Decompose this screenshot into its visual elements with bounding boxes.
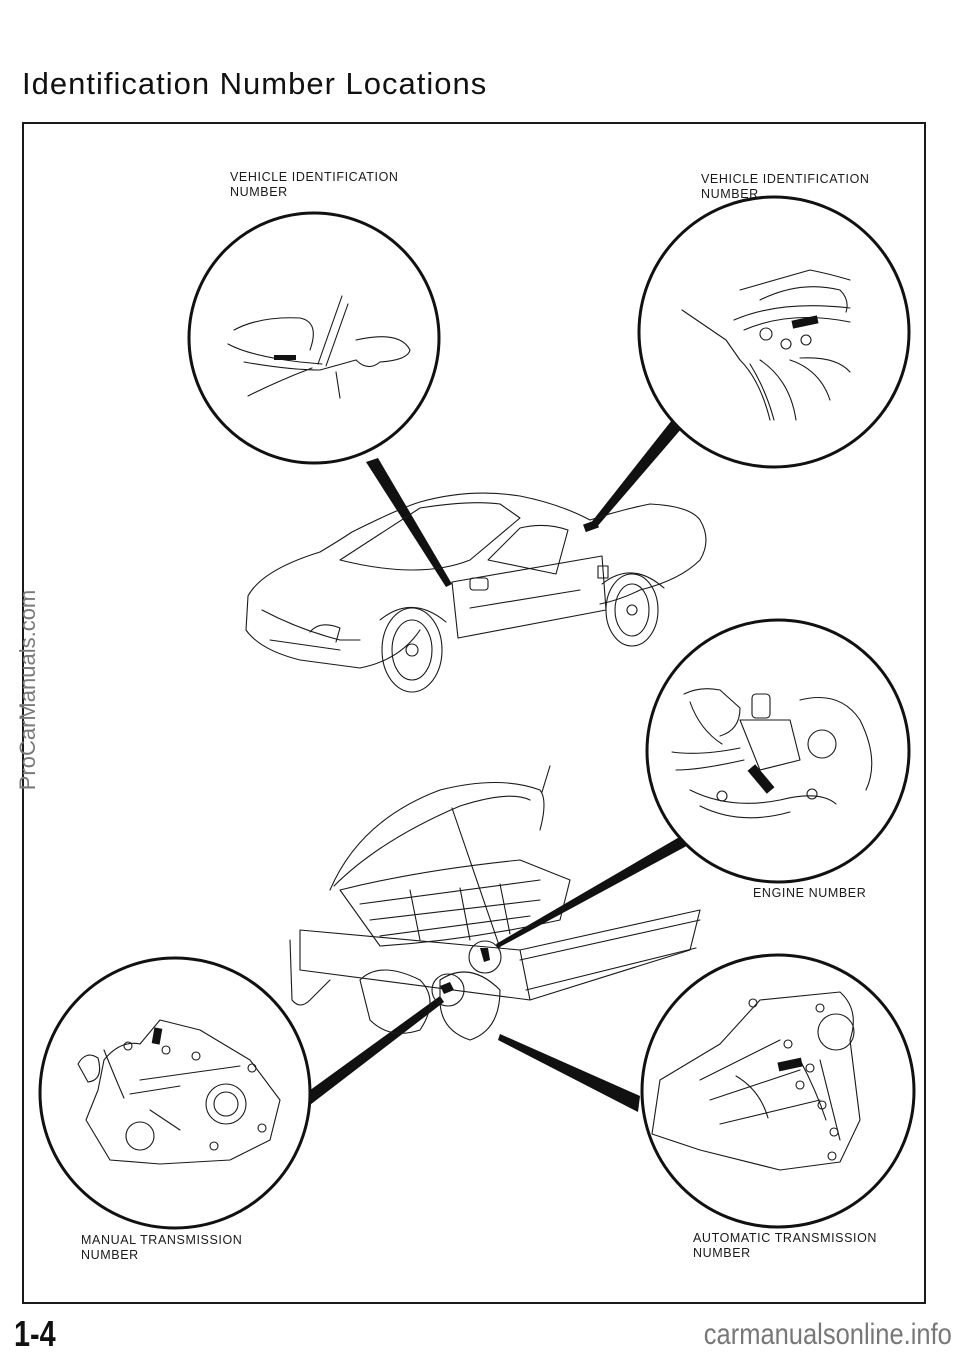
rear-bulkhead-detail-icon <box>637 195 911 469</box>
caption-vin-dashboard: VEHICLE IDENTIFICATION NUMBER <box>230 170 399 200</box>
leader-vin-rear <box>590 420 682 528</box>
caption-line: VEHICLE IDENTIFICATION <box>701 172 870 186</box>
leader-engine <box>496 832 694 948</box>
caption-vin-rear: VEHICLE IDENTIFICATION NUMBER <box>701 172 870 202</box>
leader-automatic <box>498 1034 640 1112</box>
caption-automatic-transmission: AUTOMATIC TRANSMISSION NUMBER <box>693 1231 877 1261</box>
caption-line: VEHICLE IDENTIFICATION <box>230 170 399 184</box>
windshield-dashboard-detail-icon <box>187 211 441 465</box>
car-side-view-icon <box>245 492 707 693</box>
caption-line: NUMBER <box>230 185 288 199</box>
automatic-gearbox-detail-icon <box>640 953 916 1229</box>
caption-engine-number: ENGINE NUMBER <box>753 886 866 901</box>
leader-vin-dashboard <box>366 458 452 587</box>
caption-line: ENGINE NUMBER <box>753 886 867 900</box>
caption-line: MANUAL TRANSMISSION <box>81 1233 243 1247</box>
manual-gearbox-detail-icon <box>38 956 312 1230</box>
caption-line: NUMBER <box>693 1246 751 1260</box>
leader-manual <box>302 996 444 1108</box>
caption-manual-transmission: MANUAL TRANSMISSION NUMBER <box>81 1233 242 1263</box>
footer-watermark: carmanualsonline.info <box>703 1318 952 1351</box>
page-number: 1-4 <box>14 1313 56 1354</box>
page-title: Identification Number Locations <box>22 66 488 101</box>
engine-bay-open-view-icon <box>289 765 701 1041</box>
caption-line: NUMBER <box>81 1248 139 1262</box>
engine-block-detail-icon <box>645 618 911 884</box>
caption-line: NUMBER <box>701 187 759 201</box>
caption-line: AUTOMATIC TRANSMISSION <box>693 1231 878 1245</box>
illustration-frame <box>22 122 926 1304</box>
